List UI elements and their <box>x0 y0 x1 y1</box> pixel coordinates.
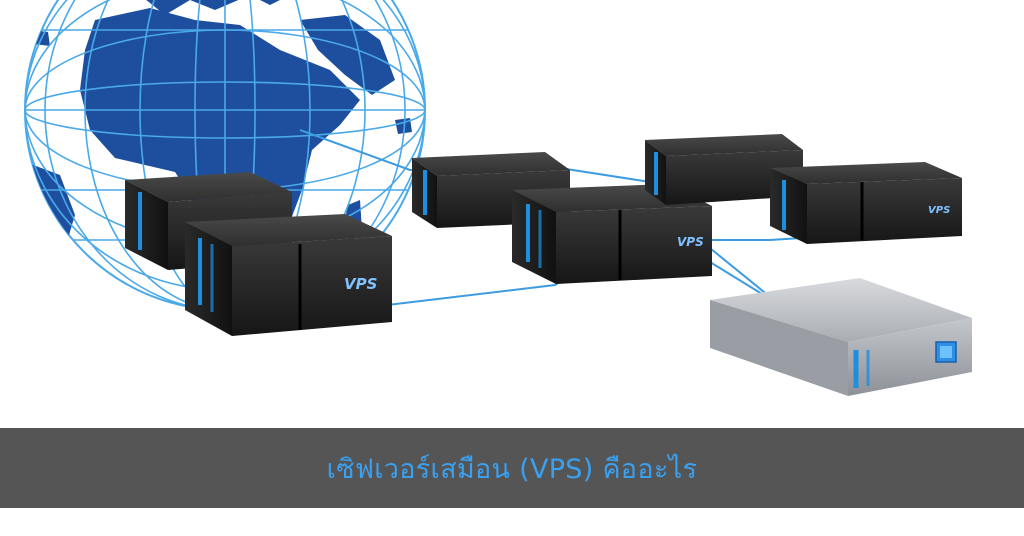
vps-network-illustration: VPS VPS <box>24 0 972 396</box>
server-back-right <box>645 134 803 205</box>
server-right: VPS <box>770 162 962 244</box>
server-label-front-left: VPS <box>344 275 377 293</box>
caption-title: เซิฟเวอร์เสมือน (VPS) คืออะไร <box>326 453 698 485</box>
server-label-right: VPS <box>928 205 950 216</box>
server-front-left: VPS <box>185 214 392 336</box>
server-label-middle: VPS <box>677 235 704 249</box>
physical-server <box>710 278 972 396</box>
caption-bar: เซิฟเวอร์เสมือน (VPS) คืออะไร <box>0 428 1024 508</box>
